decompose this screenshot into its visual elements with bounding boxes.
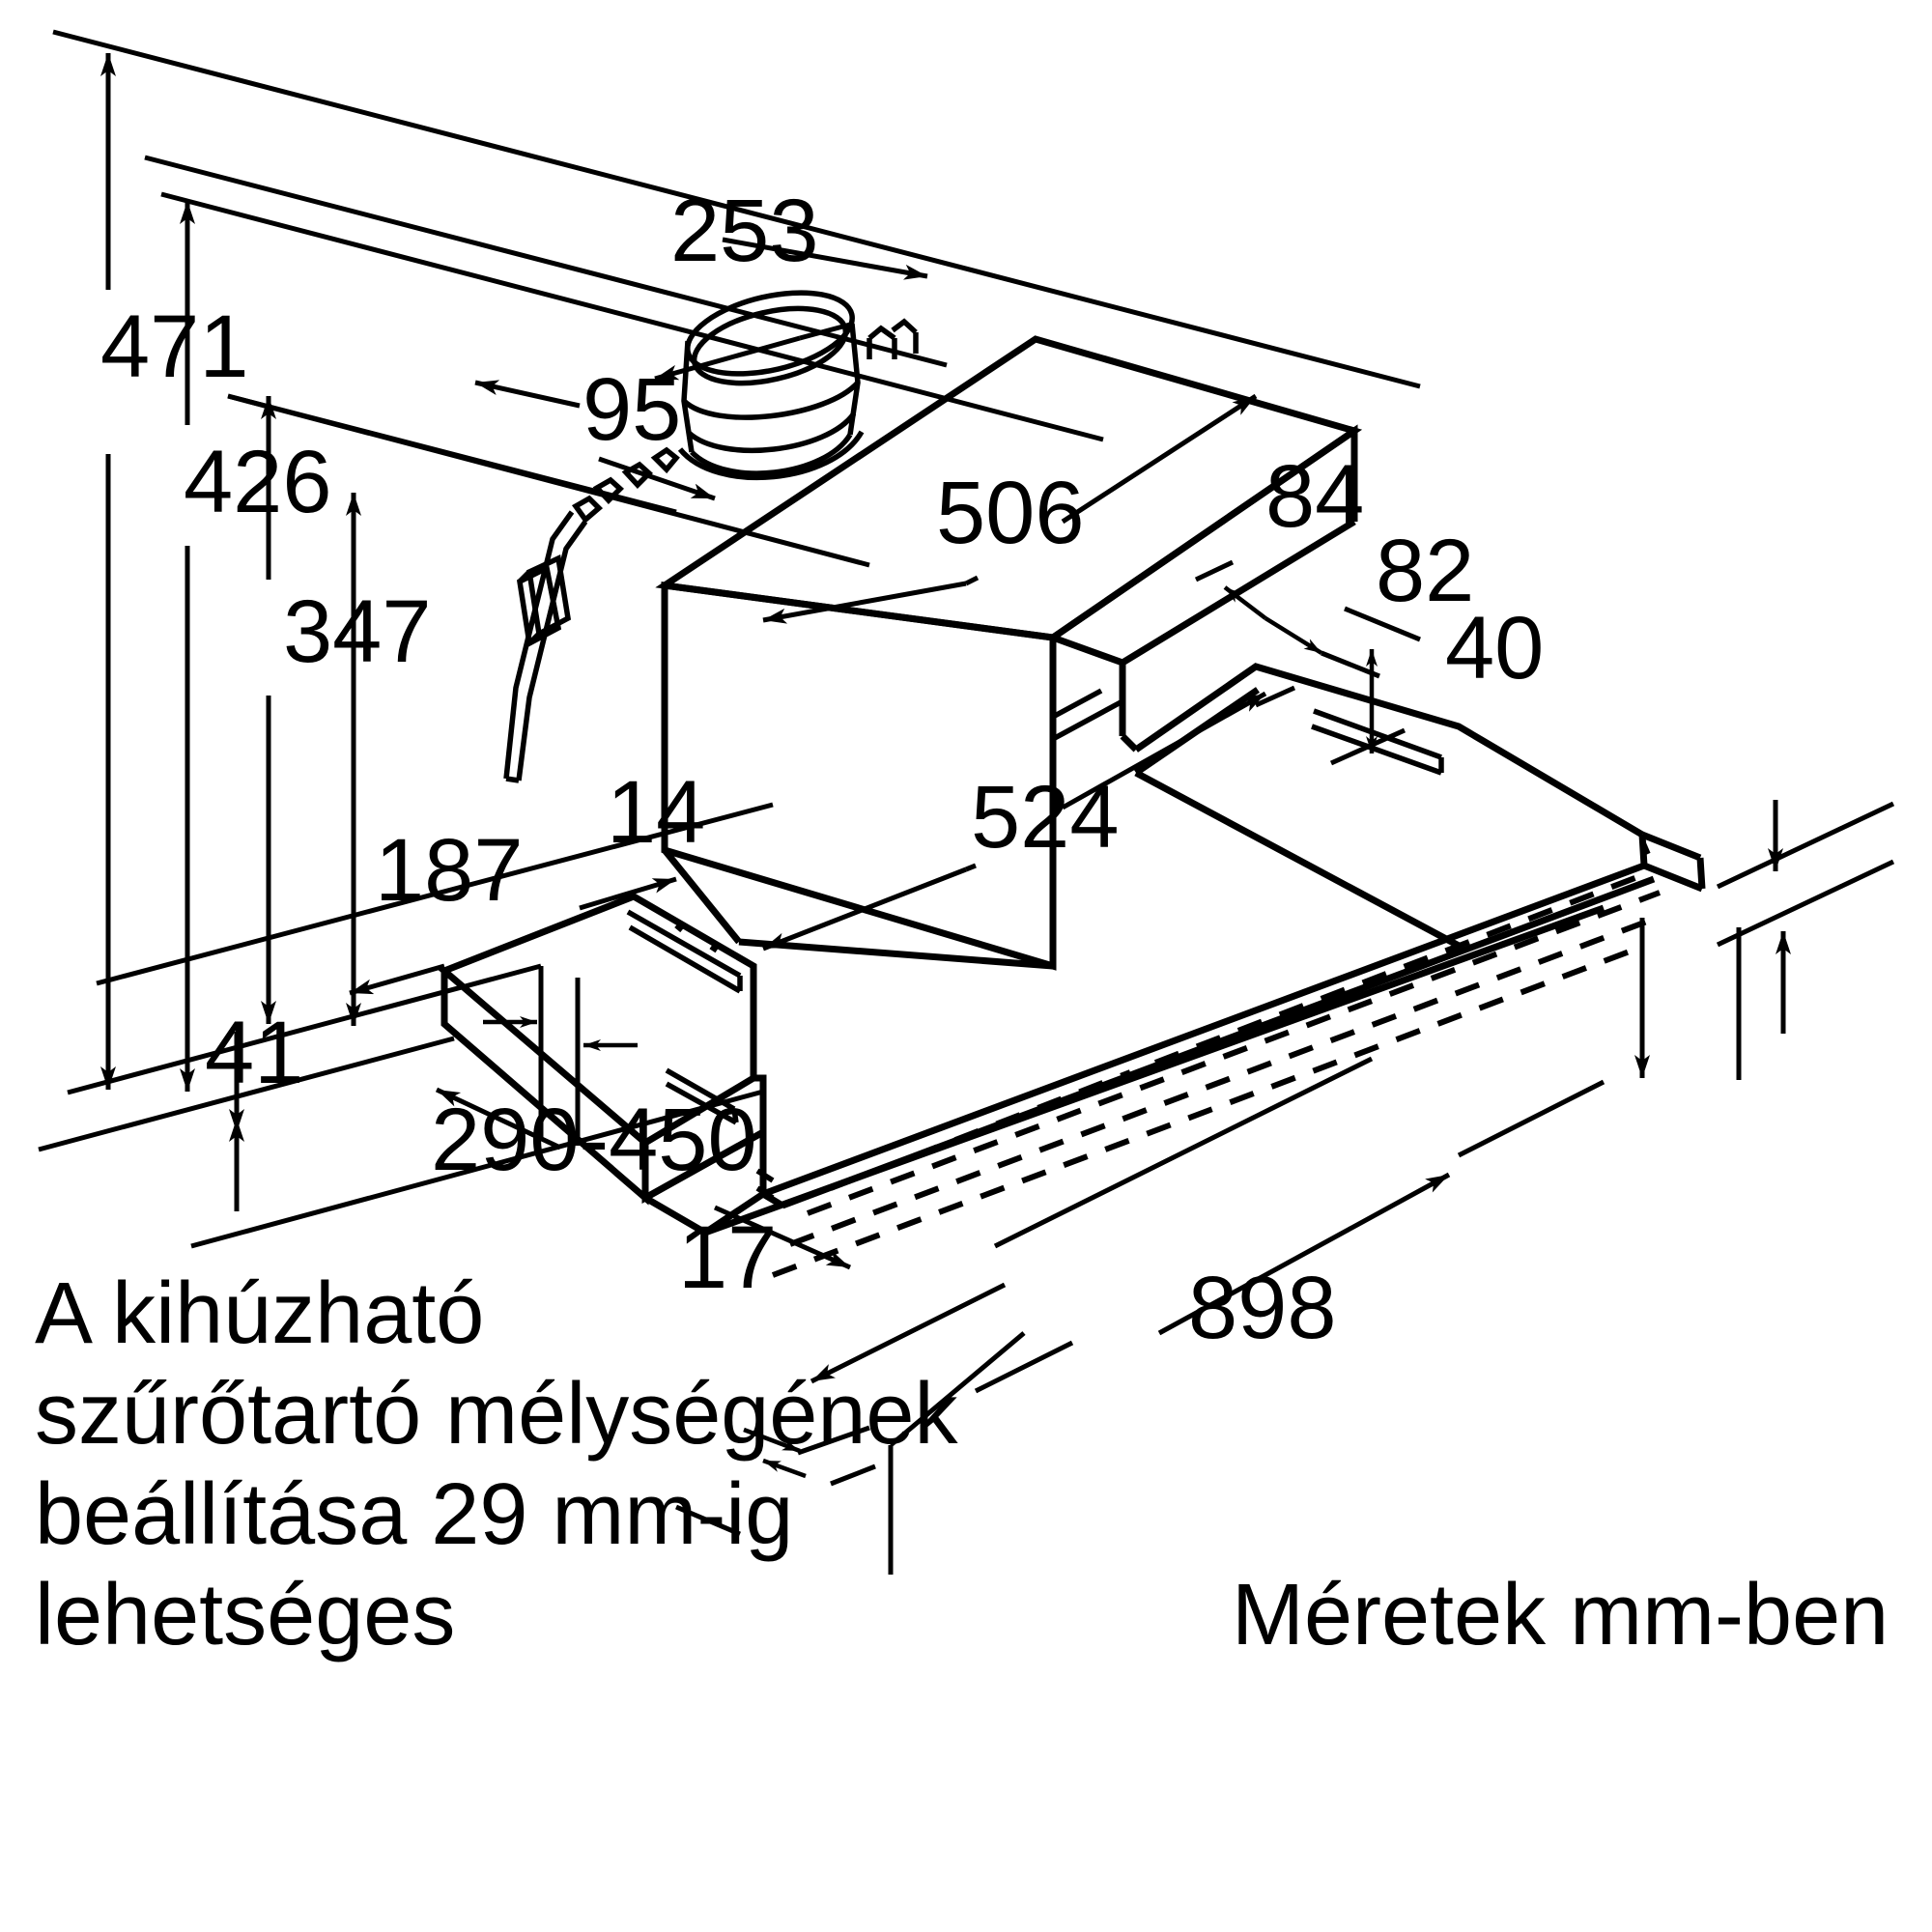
dimension-82 [1329, 606, 1421, 766]
dimension-253 [654, 237, 928, 382]
duct-outlet-connector [677, 290, 865, 481]
dimension-label-471: 471 [100, 298, 249, 396]
dimension-label-187: 187 [375, 821, 524, 920]
drawing-geometry [38, 29, 1895, 1575]
dimension-95 [474, 380, 716, 501]
dimension-label-17: 17 [678, 1208, 777, 1307]
projection-lines [38, 29, 1421, 1249]
dimension-506 [762, 393, 1258, 624]
hood-body [655, 335, 1363, 971]
dimension-84 [1194, 559, 1380, 679]
dimension-label-40: 40 [1445, 599, 1544, 697]
left-vertical-dimensions [100, 53, 361, 1211]
filter-holder-arm [503, 510, 588, 783]
dimension-187 [349, 876, 677, 996]
instruction-note-line-2: szűrőtartó mélységének [35, 1366, 958, 1463]
dimension-label-506: 506 [936, 464, 1085, 562]
dimension-label-82: 82 [1376, 522, 1474, 620]
dimension-290-450 [435, 1087, 852, 1270]
dimension-524 [762, 685, 1296, 952]
instruction-note-line-3: beállítása 29 mm-ig [35, 1466, 793, 1563]
dimension-label-898: 898 [1188, 1259, 1337, 1357]
dimension-label-524: 524 [971, 768, 1120, 867]
dimension-label-347: 347 [283, 582, 432, 681]
dimension-label-95: 95 [582, 360, 681, 459]
dimension-label-41: 41 [205, 1004, 303, 1102]
instruction-note-line-1: A kihúzható [35, 1265, 484, 1362]
dimension-label-84: 84 [1265, 447, 1364, 546]
dimension-label-426: 426 [184, 433, 332, 531]
annotation-notes: A kihúzható szűrőtartó mélységének beáll… [35, 1265, 1889, 1663]
dimension-labels: 471 426 347 253 95 506 84 82 40 524 187 … [100, 182, 1544, 1357]
hidden-construction-lines [771, 872, 1662, 1278]
dimension-label-14: 14 [607, 763, 705, 862]
dimension-label-290-450: 290-450 [431, 1091, 757, 1189]
slide-rail-assembly [703, 663, 1706, 1236]
dimension-14 [483, 966, 638, 1146]
dimension-898 [810, 918, 1650, 1575]
units-note: Méretek mm-ben [1232, 1567, 1889, 1663]
instruction-note-line-4: lehetséges [35, 1567, 455, 1663]
dimension-17 [675, 1425, 876, 1537]
dimension-40 [1716, 800, 1895, 1080]
dimension-label-253: 253 [670, 182, 819, 280]
hinge-clips [571, 318, 919, 525]
